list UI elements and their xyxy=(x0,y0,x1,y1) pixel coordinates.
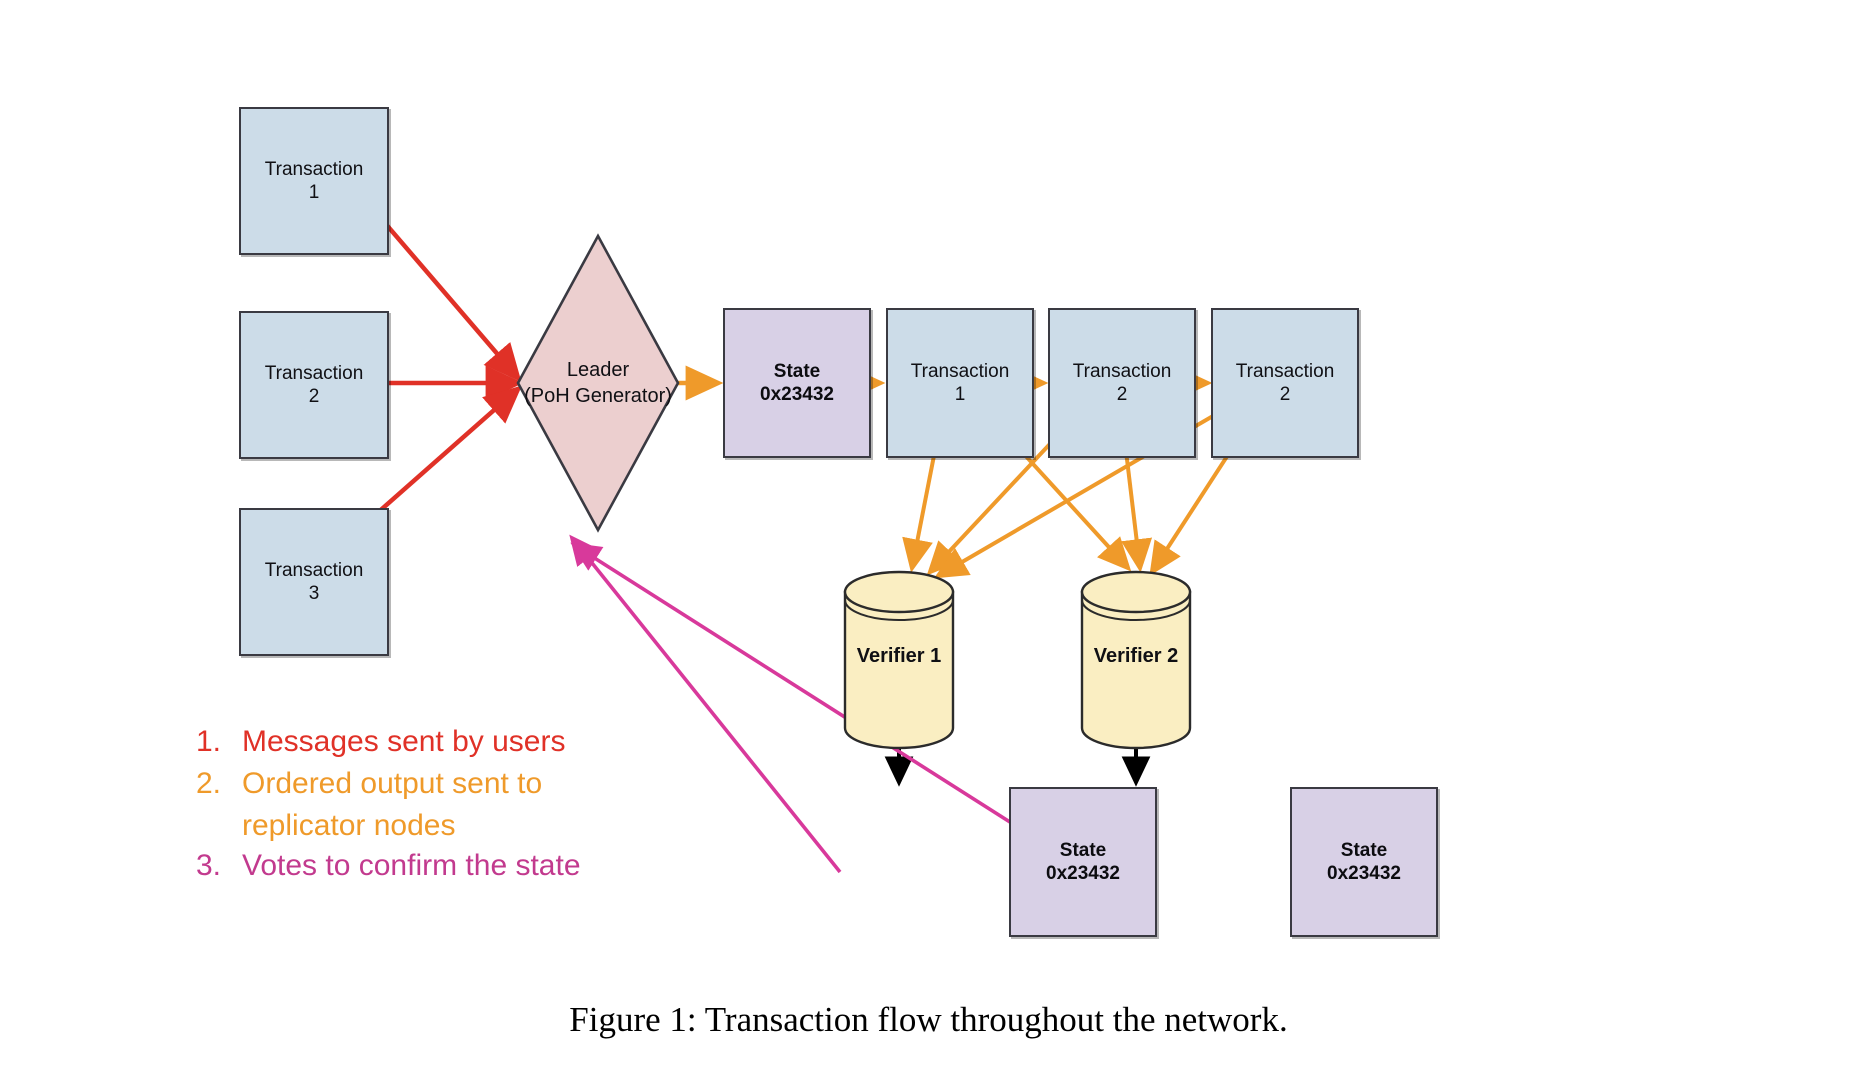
verifier-2-state-label: State 0x23432 xyxy=(1327,839,1401,885)
legend-item-2-text: Ordered output sent to xyxy=(242,766,543,800)
leader-diamond[interactable] xyxy=(516,233,680,533)
verifier-1-state-label: State 0x23432 xyxy=(1046,839,1120,885)
transaction-box-1-label: Transaction 1 xyxy=(265,158,364,204)
figure-caption: Figure 1: Transaction flow throughout th… xyxy=(0,1000,1857,1040)
ledger-entry-2-label: Transaction 2 xyxy=(1073,360,1172,406)
ledger-entry-3-line1: Transaction xyxy=(1235,360,1335,382)
legend-item-3: 3. Votes to confirm the state xyxy=(196,846,756,886)
transaction-box-2[interactable]: Transaction 2 xyxy=(239,311,389,459)
verifier-2-state-line2: 0x23432 xyxy=(1327,863,1401,884)
ledger-entry-2-line2: 2 xyxy=(1116,384,1128,405)
legend-item-1: 1. Messages sent by users xyxy=(196,722,756,762)
verifier-1-state-box[interactable]: State 0x23432 xyxy=(1009,787,1157,937)
legend-item-3-number: 3. xyxy=(196,848,222,882)
legend-item-2: 2. Ordered output sent to xyxy=(196,764,756,804)
arrows-votes xyxy=(569,534,1077,874)
ledger-state-box[interactable]: State 0x23432 xyxy=(723,308,871,458)
transaction-box-3-line2: 3 xyxy=(308,583,320,604)
transaction-box-1-line2: 1 xyxy=(308,182,320,203)
transaction-box-3-label: Transaction 3 xyxy=(265,559,364,605)
leader-label-text: Leader (PoH Generator) xyxy=(524,357,672,409)
ledger-entry-1-label: Transaction 1 xyxy=(911,360,1010,406)
verifier-2-label: Verifier 2 xyxy=(1093,645,1179,667)
transaction-box-2-line1: Transaction xyxy=(264,362,364,384)
ledger-entry-3-label: Transaction 2 xyxy=(1236,360,1335,406)
ledger-entry-2[interactable]: Transaction 2 xyxy=(1048,308,1196,458)
legend-item-3-text: Votes to confirm the state xyxy=(242,848,581,882)
figure-caption-text: Figure 1: Transaction flow throughout th… xyxy=(569,1000,1288,1039)
verifier-1-label: Verifier 1 xyxy=(856,645,942,667)
transaction-box-1[interactable]: Transaction 1 xyxy=(239,107,389,255)
verifier-1-state-line1: State xyxy=(1059,839,1107,861)
ledger-entry-3-line2: 2 xyxy=(1279,384,1291,405)
ledger-state-line2: 0x23432 xyxy=(760,384,834,405)
transaction-box-2-label: Transaction 2 xyxy=(265,362,364,408)
legend-item-2-number: 2. xyxy=(196,766,222,800)
transaction-box-3-line1: Transaction xyxy=(264,559,364,581)
ledger-entry-1-line1: Transaction xyxy=(910,360,1010,382)
legend-item-1-text: Messages sent by users xyxy=(242,725,566,758)
ledger-entry-1[interactable]: Transaction 1 xyxy=(886,308,1034,458)
leader-label: Leader (PoH Generator) xyxy=(518,345,678,421)
ledger-entry-2-line1: Transaction xyxy=(1072,360,1172,382)
ledger-entry-1-line2: 1 xyxy=(954,384,966,405)
leader-line1: Leader xyxy=(566,359,630,381)
transaction-box-2-line2: 2 xyxy=(308,386,320,407)
verifier-1-state-line2: 0x23432 xyxy=(1046,863,1120,884)
legend-item-1-number: 1. xyxy=(196,725,222,758)
verifier-2-state-line1: State xyxy=(1340,839,1388,861)
verifier-2-state-box[interactable]: State 0x23432 xyxy=(1290,787,1438,937)
legend: 1. Messages sent by users 2. Ordered out… xyxy=(196,722,756,888)
arrow-state1-vote-to-leader xyxy=(569,534,842,874)
ledger-state-line1: State xyxy=(773,360,821,382)
transaction-box-1-line1: Transaction xyxy=(264,158,364,180)
arrow-state2-vote-to-leader xyxy=(570,542,1077,866)
ledger-entry-3[interactable]: Transaction 2 xyxy=(1211,308,1359,458)
transaction-box-3[interactable]: Transaction 3 xyxy=(239,508,389,656)
verifier-1-cylinder[interactable] xyxy=(843,570,955,750)
leader-line2: (PoH Generator) xyxy=(524,385,672,407)
legend-item-2-continuation: replicator nodes xyxy=(242,808,456,842)
ledger-state-label: State 0x23432 xyxy=(760,360,834,406)
verifier-2-cylinder[interactable] xyxy=(1080,570,1192,750)
